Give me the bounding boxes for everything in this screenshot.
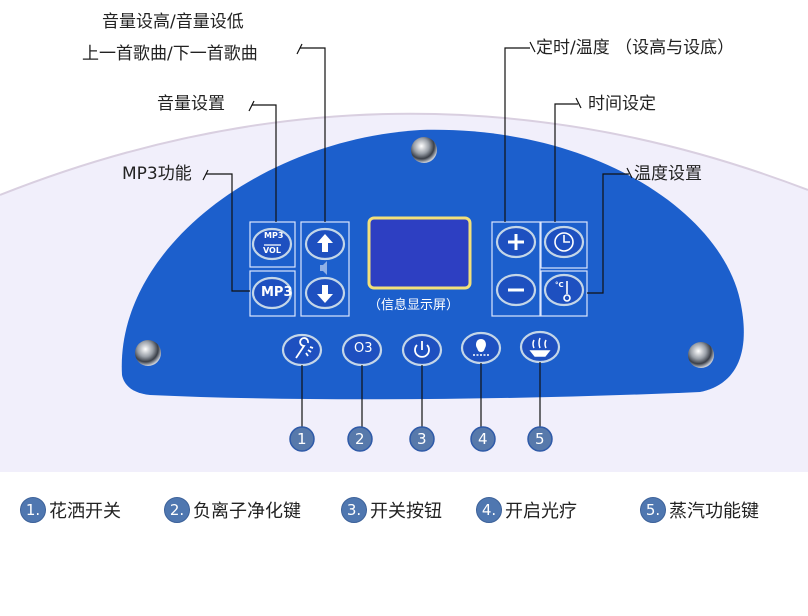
callout-prev-next-song: 上一首歌曲/下一首歌曲 (82, 44, 258, 64)
leader-clock (554, 103, 578, 222)
frame-mp3-vol (249, 221, 296, 268)
mp3-vol-button[interactable] (251, 227, 293, 261)
legend-text: 开启光疗 (505, 501, 577, 522)
callout-timer-temp: 定时/温度 （设高与设底） (536, 38, 735, 58)
speaker-icon (320, 261, 327, 275)
frame-clock (540, 221, 588, 269)
leader-up-down (300, 47, 326, 222)
marker-1 (289, 426, 315, 452)
leader-mp3 (206, 173, 250, 292)
thermo-button[interactable] (543, 273, 585, 307)
legend-number: 1. (20, 497, 46, 523)
temp-unit-label: °C (555, 281, 564, 289)
legend-item-ion: 2. 负离子净化键 (164, 497, 301, 523)
marker-3 (409, 426, 435, 452)
legend-text: 蒸汽功能键 (669, 501, 759, 522)
thermometer-icon (563, 281, 571, 302)
legend-item-shower: 1. 花洒开关 (20, 497, 121, 523)
ozone-label: O3 (354, 341, 373, 356)
marker-2-label: 2 (355, 430, 365, 448)
marker-1-label: 1 (297, 430, 307, 448)
mp3-button[interactable] (251, 276, 293, 310)
legend-item-light: 4. 开启光疗 (476, 497, 577, 523)
legend-number: 2. (164, 497, 190, 523)
callout-volume-up-down: 音量设高/音量设低 (102, 12, 244, 32)
clock-icon (554, 232, 574, 252)
power-icon (414, 341, 430, 358)
arrow-up-icon (317, 234, 333, 252)
screw-right (688, 342, 714, 368)
display-caption: （信息显示屏） (368, 298, 460, 313)
legend-item-steam: 5. 蒸汽功能键 (640, 497, 759, 523)
legend-number: 5. (640, 497, 666, 523)
frame-mp3 (249, 270, 296, 317)
tub-edge (0, 112, 808, 196)
mp3-button-label: MP3 (261, 285, 293, 300)
legend-number: 4. (476, 497, 502, 523)
screw-top (411, 137, 437, 163)
info-display-screen (367, 216, 472, 290)
shower-icon (295, 337, 314, 359)
leader-volume-setting (252, 104, 277, 222)
callout-volume-setting: 音量设置 (157, 94, 225, 114)
legend-number: 3. (341, 497, 367, 523)
mp3-vol-top-label: MP3 (264, 231, 284, 240)
legend-text: 负离子净化键 (193, 501, 301, 522)
steam-icon (529, 337, 551, 357)
legend-item-power: 3. 开关按钮 (341, 497, 442, 523)
screw-left (135, 340, 161, 366)
marker-4 (470, 426, 496, 452)
marker-3-label: 3 (417, 430, 427, 448)
plus-icon (508, 234, 524, 250)
callout-temp-setting: 温度设置 (634, 164, 702, 184)
light-therapy-icon (473, 339, 489, 356)
marker-4-label: 4 (478, 430, 488, 448)
callout-time-setting: 时间设定 (588, 94, 656, 114)
legend-text: 花洒开关 (49, 501, 121, 522)
marker-5-label: 5 (535, 430, 545, 448)
frame-plus-minus (491, 221, 541, 317)
legend-text: 开关按钮 (370, 501, 442, 522)
mp3-vol-bottom-label: VOL (263, 246, 281, 255)
callout-mp3-function: MP3功能 (122, 164, 192, 184)
marker-5 (527, 426, 553, 452)
arrow-down-icon (317, 285, 333, 303)
leader-plus-minus (504, 47, 530, 222)
leader-thermo (587, 173, 629, 294)
marker-2 (347, 426, 373, 452)
